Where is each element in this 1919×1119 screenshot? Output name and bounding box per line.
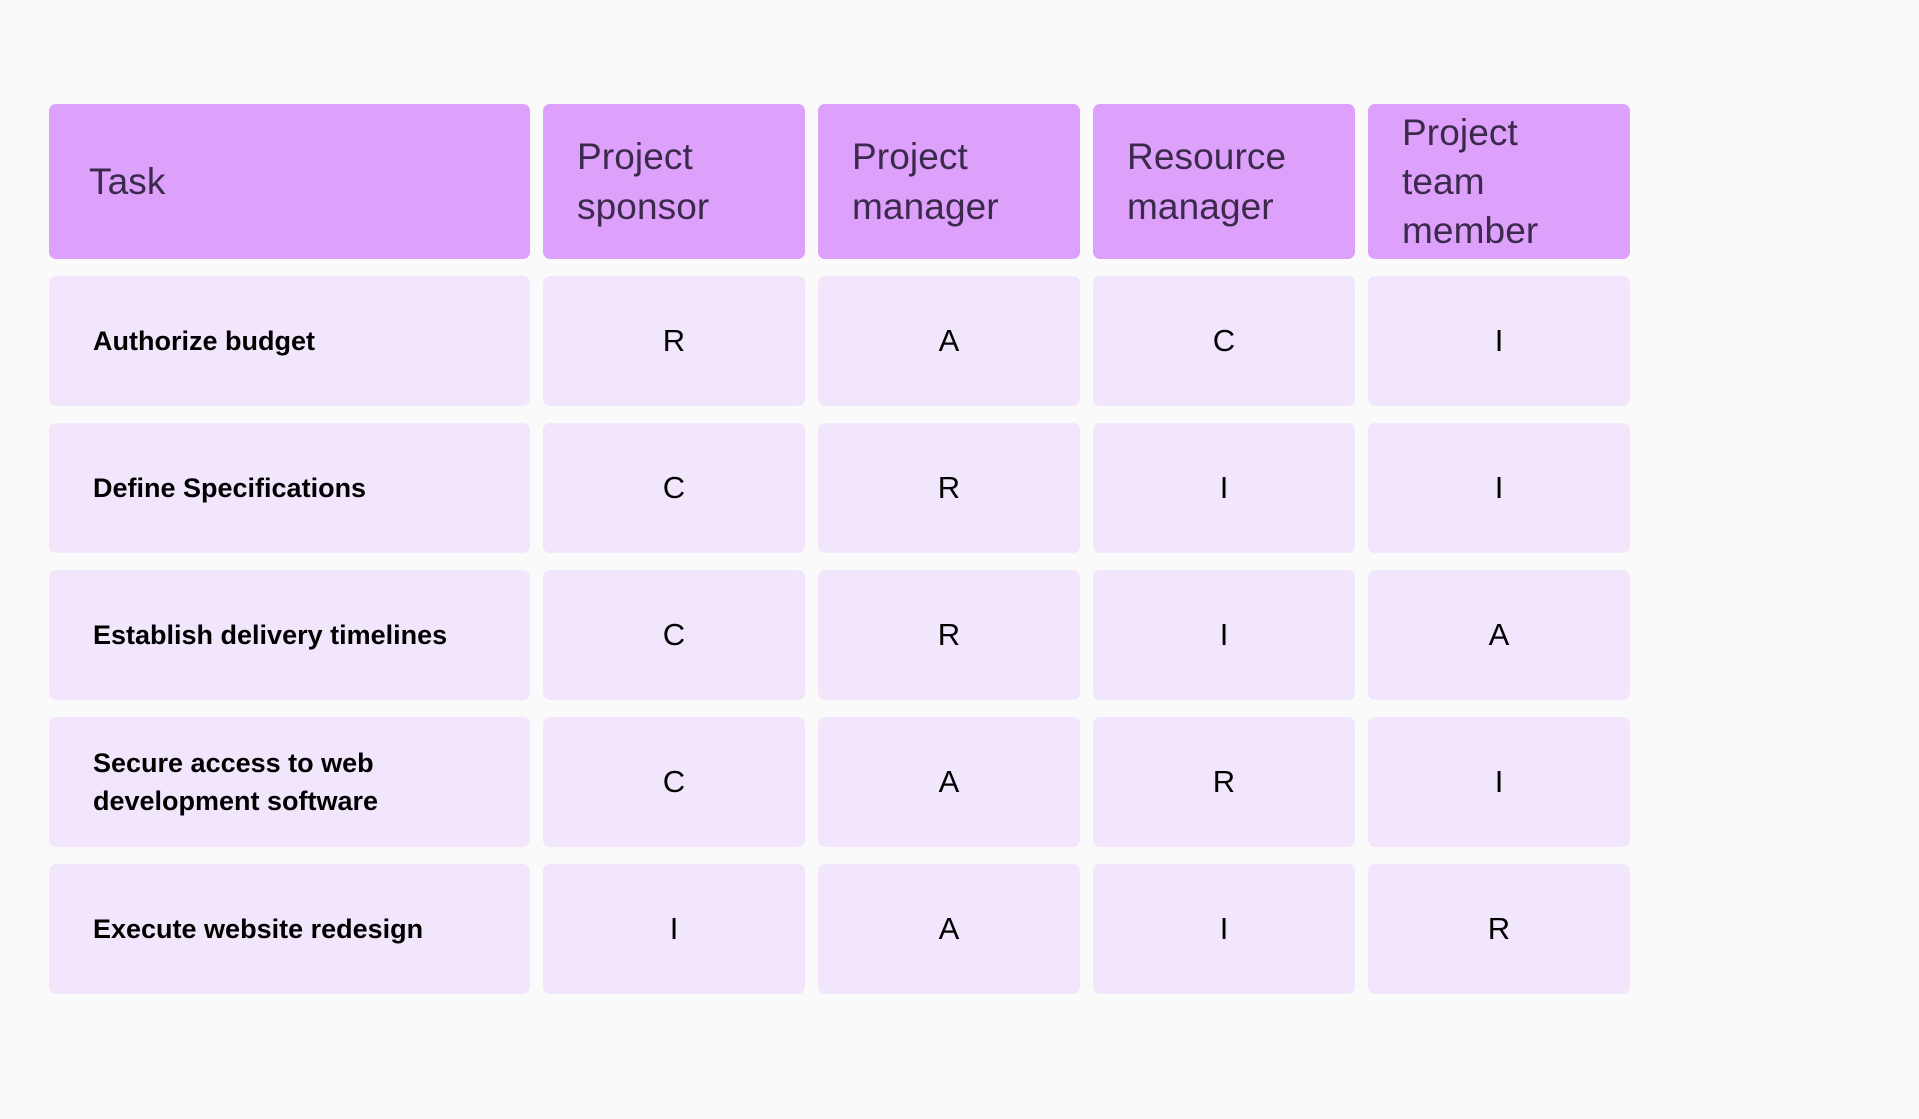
raci-value-cell[interactable]: C bbox=[1093, 276, 1355, 406]
table-header-row: Task Project sponsor Project manager Res… bbox=[49, 104, 1880, 259]
task-cell[interactable]: Define Specifications bbox=[49, 423, 530, 553]
table-row: Authorize budget R A C I bbox=[49, 276, 1880, 406]
raci-value: R bbox=[937, 470, 961, 505]
raci-value: C bbox=[662, 617, 686, 652]
raci-value-cell[interactable]: I bbox=[1368, 276, 1630, 406]
task-cell[interactable]: Secure access to web development softwar… bbox=[49, 717, 530, 847]
raci-value: A bbox=[1488, 617, 1510, 652]
raci-value: I bbox=[1494, 764, 1504, 799]
raci-value-cell[interactable]: A bbox=[818, 276, 1080, 406]
raci-value: I bbox=[1494, 323, 1504, 358]
raci-value: R bbox=[1487, 911, 1511, 946]
column-header-resource-manager[interactable]: Resource manager bbox=[1093, 104, 1355, 259]
column-header-project-team-member[interactable]: Project team member bbox=[1368, 104, 1630, 259]
task-cell[interactable]: Authorize budget bbox=[49, 276, 530, 406]
column-header-project-team-member-label: Project team member bbox=[1402, 111, 1539, 252]
raci-value-cell[interactable]: I bbox=[1093, 864, 1355, 994]
task-label: Execute website redesign bbox=[93, 913, 424, 944]
table-row: Execute website redesign I A I R bbox=[49, 864, 1880, 994]
column-header-project-sponsor[interactable]: Project sponsor bbox=[543, 104, 805, 259]
table-row: Define Specifications C R I I bbox=[49, 423, 1880, 553]
raci-value: A bbox=[938, 911, 960, 946]
raci-value: A bbox=[938, 323, 960, 358]
raci-value-cell[interactable]: R bbox=[1093, 717, 1355, 847]
raci-value-cell[interactable]: I bbox=[543, 864, 805, 994]
raci-value: I bbox=[1219, 470, 1229, 505]
raci-value: C bbox=[662, 764, 686, 799]
raci-matrix-table: Task Project sponsor Project manager Res… bbox=[49, 104, 1880, 994]
column-header-task-label: Task bbox=[89, 160, 166, 202]
raci-value-cell[interactable]: C bbox=[543, 717, 805, 847]
raci-value-cell[interactable]: C bbox=[543, 570, 805, 700]
raci-value-cell[interactable]: C bbox=[543, 423, 805, 553]
column-header-project-manager[interactable]: Project manager bbox=[818, 104, 1080, 259]
raci-value: I bbox=[1494, 470, 1504, 505]
raci-value: A bbox=[938, 764, 960, 799]
column-header-project-sponsor-label: Project sponsor bbox=[577, 136, 710, 227]
raci-value-cell[interactable]: R bbox=[818, 423, 1080, 553]
raci-value-cell[interactable]: R bbox=[543, 276, 805, 406]
raci-value-cell[interactable]: A bbox=[818, 864, 1080, 994]
task-cell[interactable]: Execute website redesign bbox=[49, 864, 530, 994]
table-row: Establish delivery timelines C R I A bbox=[49, 570, 1880, 700]
raci-value: R bbox=[662, 323, 686, 358]
raci-value: R bbox=[1212, 764, 1236, 799]
raci-value: R bbox=[937, 617, 961, 652]
table-row: Secure access to web development softwar… bbox=[49, 717, 1880, 847]
task-label: Define Specifications bbox=[93, 472, 367, 503]
column-header-task[interactable]: Task bbox=[49, 104, 530, 259]
raci-value: I bbox=[1219, 911, 1229, 946]
column-header-resource-manager-label: Resource manager bbox=[1127, 136, 1287, 227]
raci-value: I bbox=[1219, 617, 1229, 652]
column-header-project-manager-label: Project manager bbox=[852, 136, 999, 227]
raci-value-cell[interactable]: A bbox=[818, 717, 1080, 847]
raci-value: C bbox=[662, 470, 686, 505]
task-cell[interactable]: Establish delivery timelines bbox=[49, 570, 530, 700]
raci-value-cell[interactable]: R bbox=[818, 570, 1080, 700]
raci-value-cell[interactable]: A bbox=[1368, 570, 1630, 700]
raci-value-cell[interactable]: I bbox=[1368, 717, 1630, 847]
raci-value-cell[interactable]: I bbox=[1368, 423, 1630, 553]
raci-value: I bbox=[669, 911, 679, 946]
raci-value-cell[interactable]: I bbox=[1093, 423, 1355, 553]
task-label: Secure access to web development softwar… bbox=[93, 747, 379, 816]
raci-value-cell[interactable]: I bbox=[1093, 570, 1355, 700]
raci-value: C bbox=[1212, 323, 1236, 358]
task-label: Establish delivery timelines bbox=[93, 619, 448, 650]
task-label: Authorize budget bbox=[93, 325, 315, 356]
raci-value-cell[interactable]: R bbox=[1368, 864, 1630, 994]
